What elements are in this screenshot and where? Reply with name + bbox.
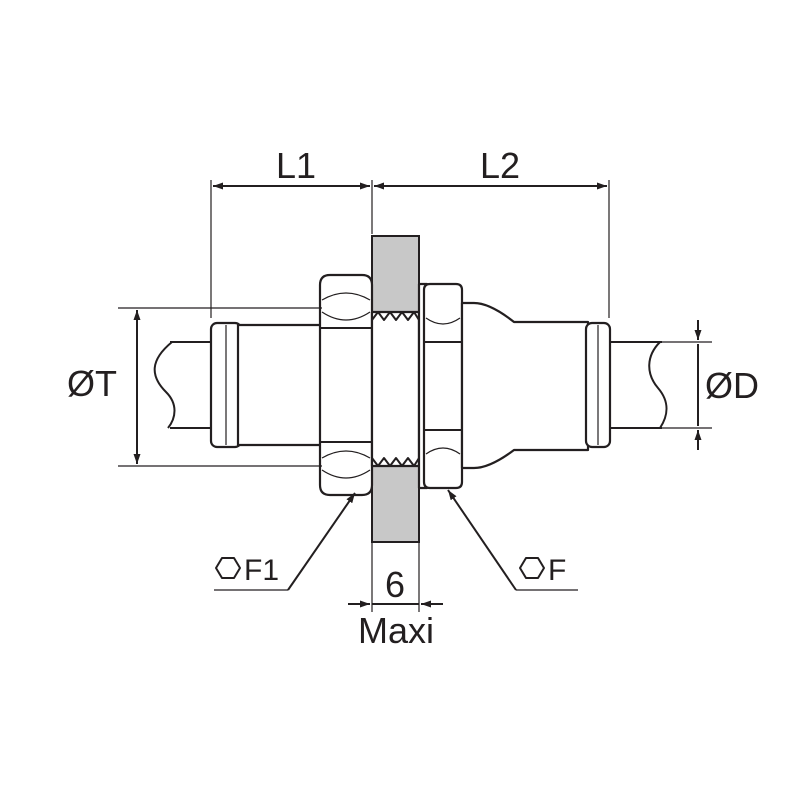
- hexagon-icon: [215, 557, 241, 579]
- threaded-section: [370, 310, 421, 468]
- right-tube: [608, 341, 668, 429]
- left-hex-nut: [318, 273, 374, 497]
- mounting-panel: [371, 235, 420, 543]
- hex-f-label: F: [548, 554, 566, 587]
- tube-diameter-t-dimension: [118, 307, 322, 467]
- right-body: [460, 301, 612, 470]
- tube-diameter-d-dimension: [610, 320, 712, 450]
- hex-f-leader: [447, 489, 578, 591]
- tube-diameter-t-label: ØT: [67, 363, 117, 404]
- l2-label: L2: [480, 145, 520, 186]
- panel-thickness-dimension: [348, 542, 443, 612]
- length-dimensions: [210, 180, 610, 318]
- l1-label: L1: [276, 145, 316, 186]
- left-collet: [209, 321, 332, 449]
- panel-thickness-note: Maxi: [358, 610, 434, 651]
- panel-thickness-label: 6: [385, 564, 405, 605]
- hexagon-icon: [519, 557, 545, 579]
- tube-diameter-d-label: ØD: [705, 365, 759, 406]
- hex-f1-label: F1: [244, 554, 279, 587]
- left-tube: [153, 341, 212, 429]
- right-hex-nut: [422, 282, 464, 490]
- hex-f1-leader: [214, 492, 356, 591]
